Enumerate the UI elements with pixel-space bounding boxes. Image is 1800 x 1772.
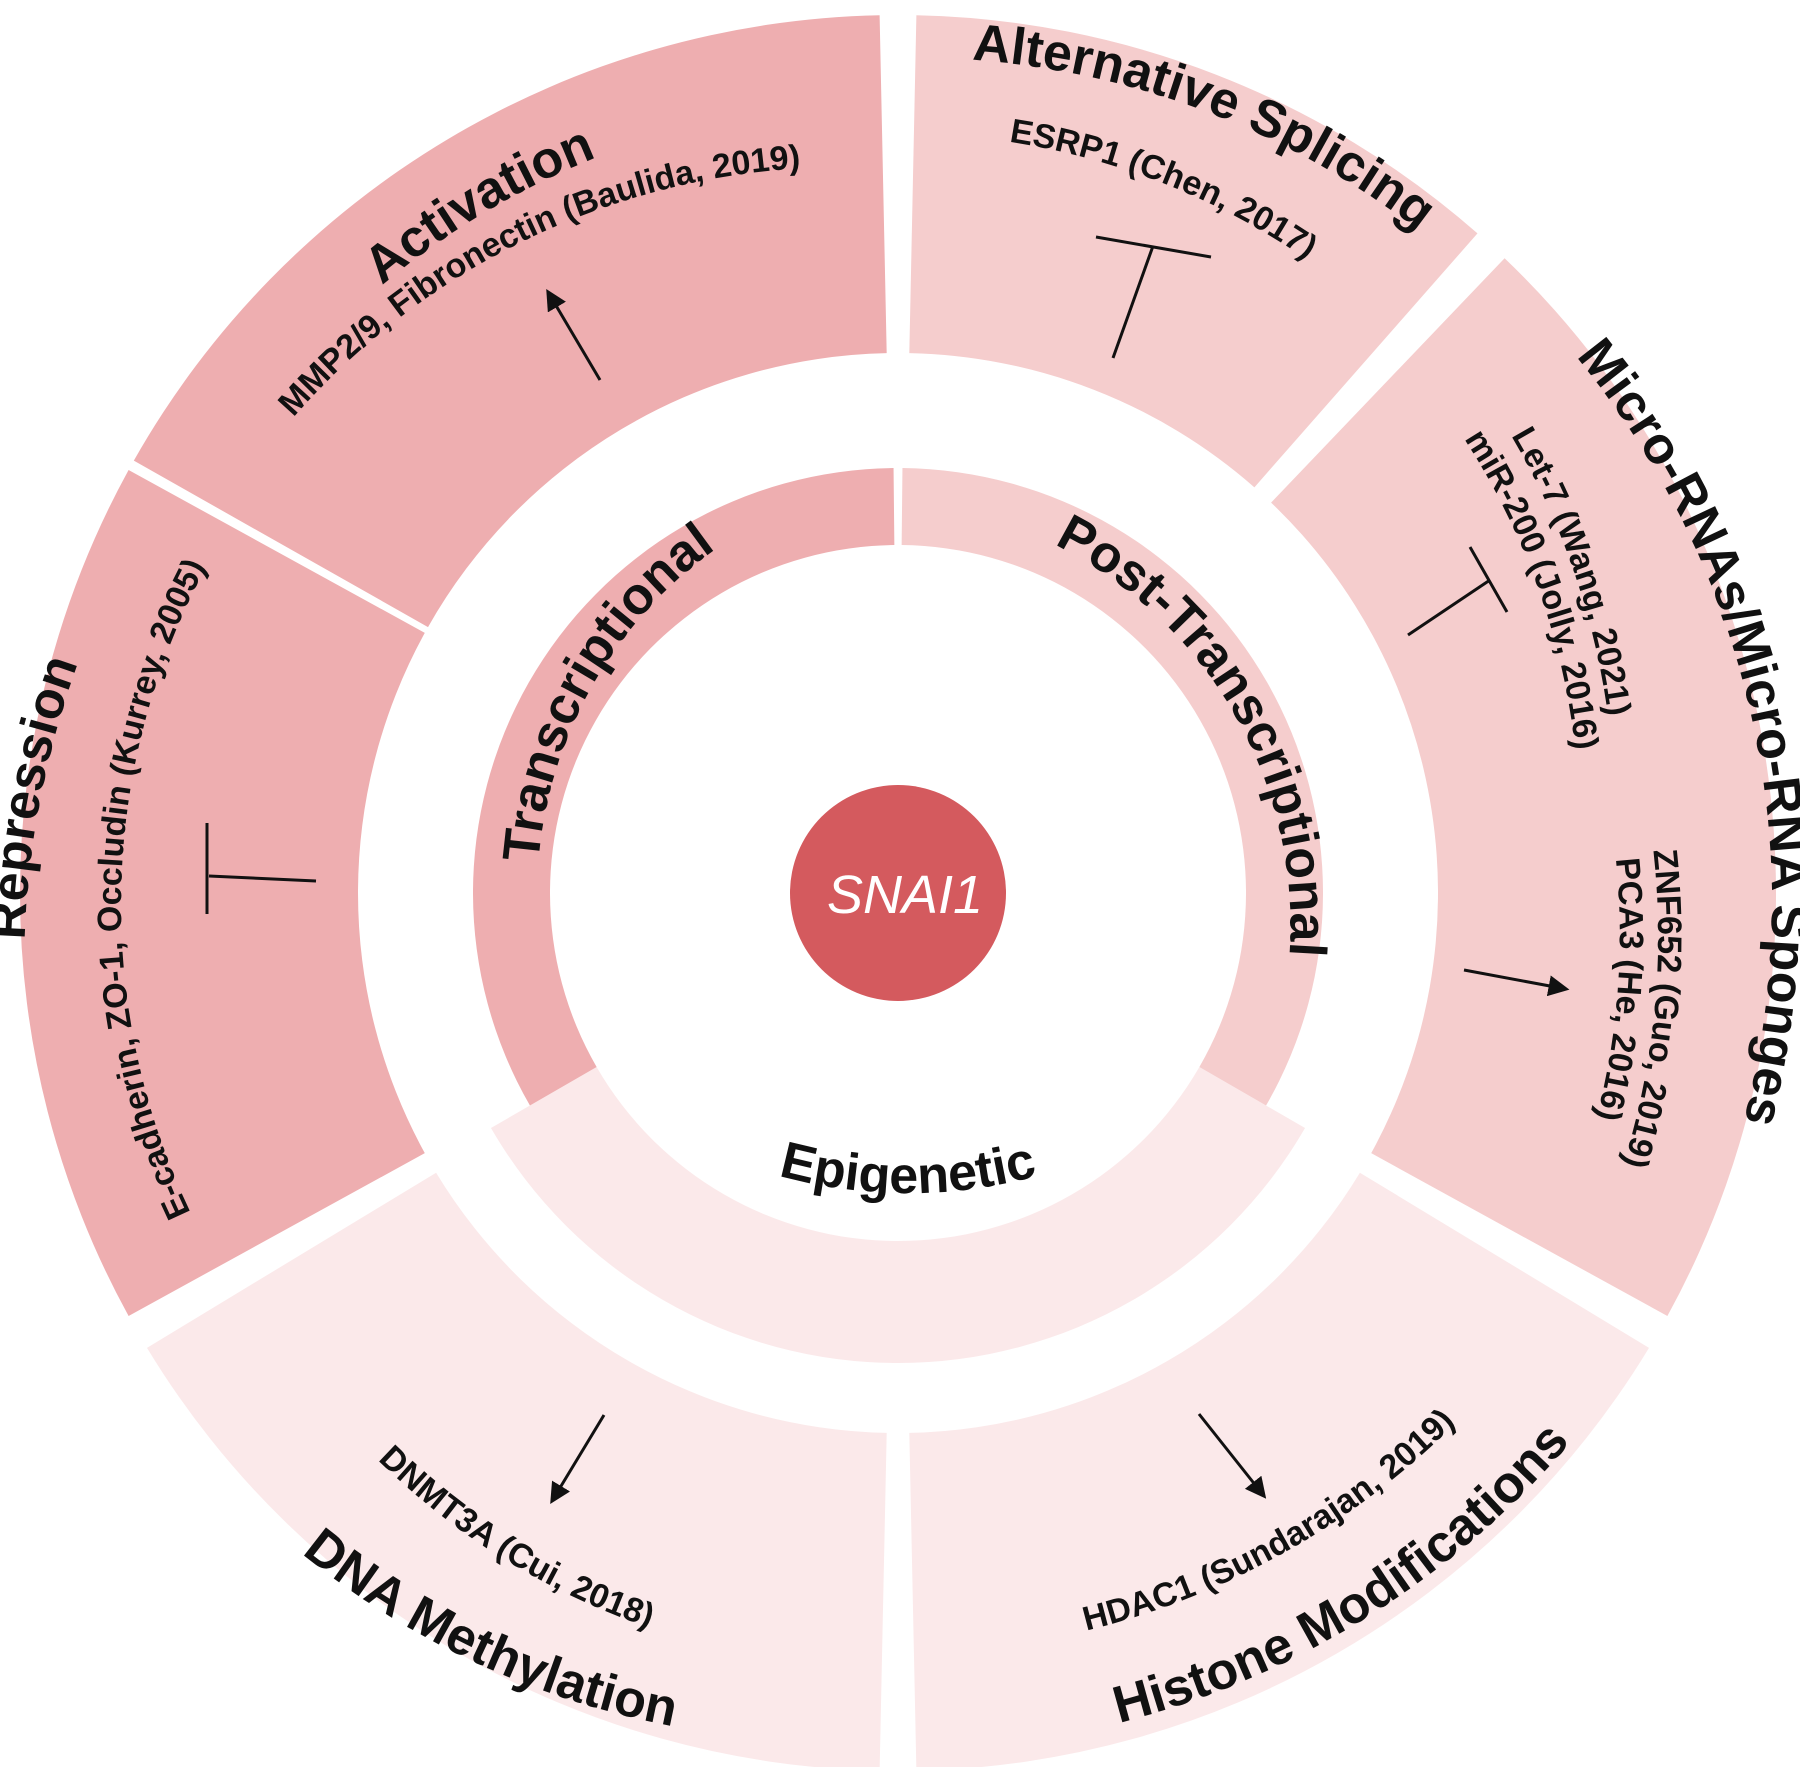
outer-ring <box>19 15 1777 1771</box>
micro-rna-sponges-arrow-icon <box>1463 968 1570 997</box>
outer-segment-alternative-splicing <box>909 15 1478 488</box>
dna-methylation-arrow-icon <box>550 1414 606 1504</box>
repression-inhibit-icon <box>205 823 317 914</box>
micro-rnas-inhibit-icon <box>1407 546 1509 637</box>
histone-modifications-arrow-icon <box>1197 1413 1267 1499</box>
outer-segment-micro-rnas <box>1271 258 1777 1316</box>
inner-label-post-transcriptional: Post-Transcriptional <box>1048 504 1336 959</box>
inner-segment-transcriptional <box>473 468 895 1106</box>
outer-segment-histone-modifications <box>909 1172 1650 1771</box>
alternative-splicing-inhibit-icon <box>1095 235 1212 359</box>
inner-label-epigenetic-text: Epigenetic <box>775 1131 1041 1205</box>
inner-label-post-transcriptional-text: Post-Transcriptional <box>1048 504 1336 959</box>
inner-label-epigenetic: Epigenetic <box>775 1131 1041 1205</box>
activation-arrow-icon <box>546 288 602 381</box>
inner-ring <box>473 468 1323 1363</box>
center-gene-label: SNAI1 <box>827 865 983 925</box>
outer-segment-dna-methylation <box>146 1172 887 1771</box>
center-gene-circle <box>790 785 1006 1001</box>
outer-segment-activation <box>133 15 887 628</box>
outer-segment-repression <box>19 470 425 1316</box>
effect-symbols <box>205 235 1570 1504</box>
inner-segment-post-transcriptional <box>901 468 1323 1106</box>
inner-segment-epigenetic <box>490 1067 1306 1363</box>
